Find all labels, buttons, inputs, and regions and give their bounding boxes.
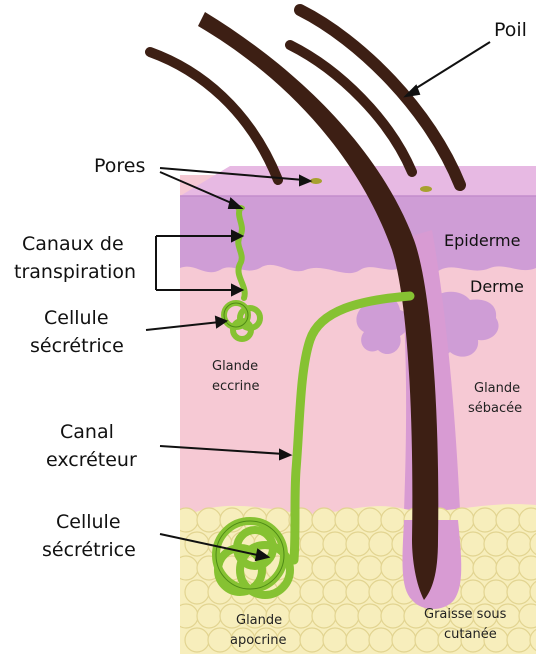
fat-cell: [300, 580, 324, 604]
fat-cell: [496, 508, 520, 532]
fat-cell: [323, 628, 347, 652]
label-poil: Poil: [494, 19, 527, 41]
label-graisse-line1: Graisse sous: [424, 607, 507, 622]
fat-cell: [461, 532, 485, 556]
fat-cell: [473, 556, 497, 580]
fat-cell: [346, 628, 370, 652]
fat-cell: [185, 628, 209, 652]
fat-cell: [300, 532, 324, 556]
label-graisse-line2: cutanée: [444, 627, 497, 642]
fat-cell: [335, 508, 359, 532]
label-cellule1-line1: Cellule: [44, 307, 109, 329]
label-canaux-line1: Canaux de: [22, 233, 124, 255]
hair-shaft-left: [150, 52, 278, 180]
label-glande-eccrine-line2: eccrine: [212, 379, 260, 394]
pore-2: [420, 186, 432, 192]
label-glande-sebacee-line2: sébacée: [468, 401, 522, 416]
fat-cell: [507, 628, 531, 652]
fat-cell: [381, 604, 405, 628]
fat-cell: [323, 580, 347, 604]
fat-cell: [369, 628, 393, 652]
fat-cell: [312, 508, 336, 532]
fat-cell: [312, 556, 336, 580]
fat-cell: [369, 580, 393, 604]
fat-cell: [174, 508, 198, 532]
fat-cell: [358, 604, 382, 628]
fat-cell: [507, 580, 531, 604]
fat-cell: [369, 532, 393, 556]
fat-cell: [381, 556, 405, 580]
fat-cell: [300, 628, 324, 652]
fat-cell: [392, 628, 416, 652]
fat-cell: [174, 604, 198, 628]
fat-cell: [197, 508, 221, 532]
label-glande-eccrine-line1: Glande: [212, 359, 258, 374]
label-glande-sebacee-line1: Glande: [474, 381, 520, 396]
label-cellule2-line1: Cellule: [56, 511, 121, 533]
label-epiderme: Epiderme: [444, 231, 520, 250]
label-glande-apocrine-line1: Glande: [236, 613, 282, 628]
fat-cell: [335, 556, 359, 580]
label-canaux-line2: transpiration: [14, 261, 136, 283]
fat-cell: [484, 580, 508, 604]
fat-cell: [289, 604, 313, 628]
fat-cell: [358, 508, 382, 532]
fat-cell: [208, 628, 232, 652]
fat-cell: [484, 532, 508, 556]
fat-cell: [461, 580, 485, 604]
fat-cell: [323, 532, 347, 556]
label-canal-line2: excréteur: [46, 449, 137, 471]
fat-cell: [335, 604, 359, 628]
fat-cell: [346, 580, 370, 604]
fat-cell: [381, 508, 405, 532]
label-glande-apocrine-line2: apocrine: [230, 633, 287, 648]
fat-cell: [174, 556, 198, 580]
label-cellule1-line2: sécrétrice: [30, 335, 124, 357]
fat-cell: [358, 556, 382, 580]
hair-shaft-right-2: [300, 10, 460, 185]
label-derme: Derme: [470, 277, 524, 296]
fat-cell: [197, 604, 221, 628]
arrow-poil: [410, 42, 490, 92]
label-canal-line1: Canal: [60, 421, 114, 443]
fat-cell: [312, 604, 336, 628]
label-pores: Pores: [94, 155, 145, 177]
fat-cell: [346, 532, 370, 556]
fat-cell: [415, 628, 439, 652]
label-cellule2-line2: sécrétrice: [42, 539, 136, 561]
fat-cell: [507, 532, 531, 556]
fat-cell: [185, 580, 209, 604]
fat-cell: [473, 508, 497, 532]
fat-cell: [496, 556, 520, 580]
